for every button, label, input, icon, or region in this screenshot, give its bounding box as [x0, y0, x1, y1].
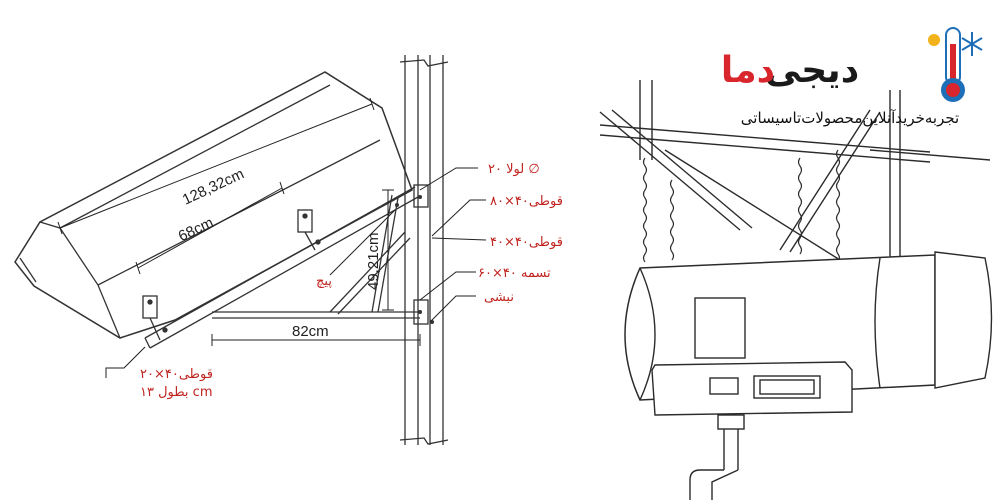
control-plate [694, 297, 746, 359]
logo-word-dama: دما [721, 50, 775, 91]
mounting-tab-right [297, 209, 321, 251]
mounting-tab-left [142, 295, 168, 341]
dim-arm-length: 82cm [292, 323, 329, 340]
wall-mount-drawing [14, 55, 449, 445]
lower-wall-plate [413, 299, 429, 325]
label-angle: نبشی [484, 290, 514, 305]
label-strip: تسمه ۴۰×۶۰ [478, 266, 551, 281]
dim-bracket-span: 68cm [176, 214, 216, 245]
brand-logo: دیجی دما تجربه‌خرید‌آنلاین‌محصولات‌تاسیس… [721, 27, 983, 127]
snowflake-icon [961, 32, 983, 56]
hanging-chains [642, 149, 841, 263]
leader-lines [105, 167, 487, 378]
dimension-lines [57, 97, 421, 346]
horizontal-arm [212, 311, 420, 319]
upper-wall-plate [413, 184, 429, 208]
wall-column [399, 55, 449, 445]
ceiling-hung-drawing [599, 80, 993, 500]
label-profile-80: قوطی۴۰×۸۰ [490, 194, 563, 209]
sun-icon [928, 34, 940, 46]
logo-tagline: تجربه‌خرید‌آنلاین‌محصولات‌تاسیساتی [741, 109, 959, 127]
gas-pipe [689, 414, 745, 500]
dim-heater-length: 128,32cm [180, 165, 247, 208]
label-length-13: بطول ۱۳ cm [140, 385, 213, 400]
label-pipe: لولا ۲۰ ∅ [488, 162, 540, 177]
thermometer-icon [941, 27, 965, 102]
label-bolt: پیچ [316, 274, 332, 289]
heater-bottom-bar [144, 186, 419, 349]
logo-word-digi: دیجی [765, 50, 859, 91]
burner-box [651, 361, 853, 416]
ceiling-beams [599, 80, 991, 275]
dim-vertical-height: 49,21cm [365, 232, 382, 290]
label-profile-20: قوطی۴۰×۲۰ [140, 367, 213, 382]
label-profile-40: قوطی۴۰×۴۰ [490, 235, 563, 250]
